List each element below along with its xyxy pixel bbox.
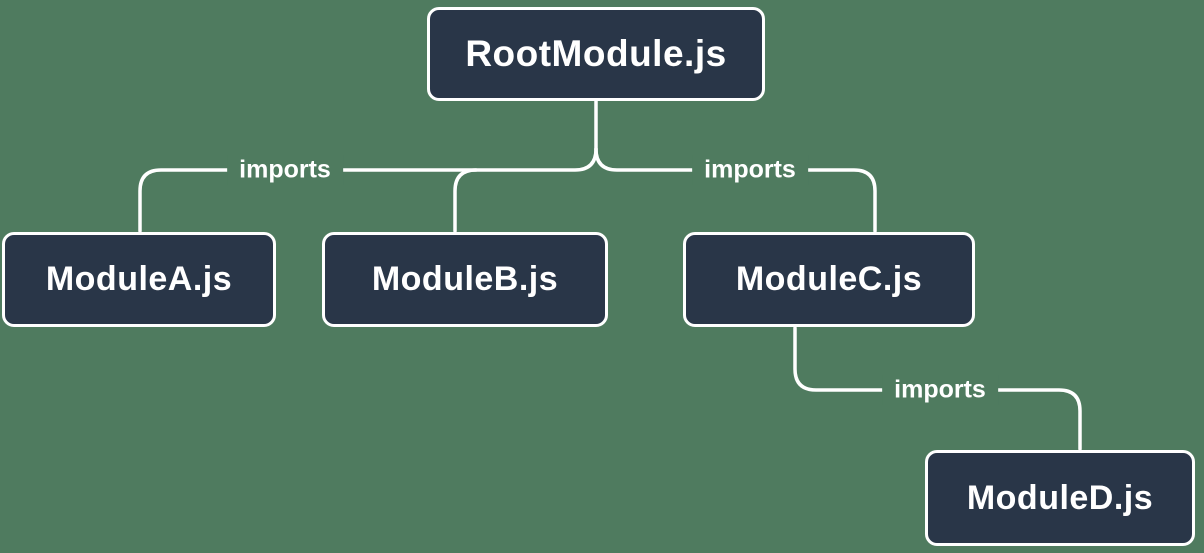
- node-module-a: ModuleA.js: [2, 232, 276, 327]
- node-module-b: ModuleB.js: [322, 232, 608, 327]
- edge-label-imports-right: imports: [692, 154, 808, 186]
- node-rootmodule: RootModule.js: [427, 7, 765, 101]
- node-module-a-label: ModuleA.js: [45, 260, 233, 298]
- edge-label-imports-left: imports: [227, 154, 343, 186]
- node-module-c-label: ModuleC.js: [735, 260, 923, 298]
- node-module-b-label: ModuleB.js: [371, 260, 559, 298]
- edge-root-to-module-c: [594, 147, 877, 233]
- edge-label-imports-lower: imports: [882, 374, 998, 406]
- node-module-c: ModuleC.js: [683, 232, 975, 327]
- edge-root-to-module-a: [138, 147, 598, 233]
- node-module-d-label: ModuleD.js: [966, 478, 1154, 517]
- node-rootmodule-label: RootModule.js: [465, 33, 727, 74]
- node-module-d: ModuleD.js: [925, 450, 1195, 546]
- edge-branch-to-module-b: [453, 168, 478, 233]
